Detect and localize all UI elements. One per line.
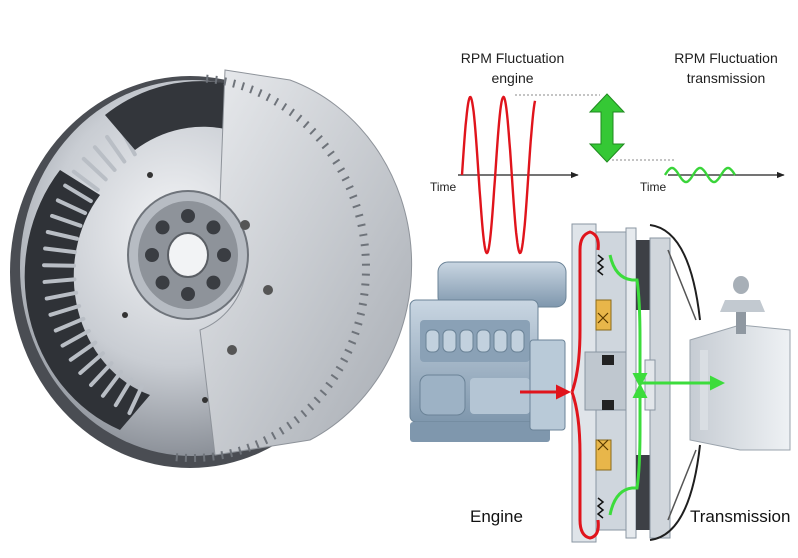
rpm-transmission-label: RPM Fluctuation transmission (666, 48, 786, 88)
rpm-transmission-label-line1: RPM Fluctuation (666, 48, 786, 68)
rivet (227, 345, 237, 355)
time-label-transmission: Time (640, 180, 666, 194)
hub-center-bore (168, 233, 208, 277)
rpm-engine-label-line2: engine (455, 68, 570, 88)
rpm-engine-label: RPM Fluctuation engine (455, 48, 570, 88)
time-label-engine: Time (430, 180, 456, 194)
engine-label: Engine (470, 507, 523, 527)
engine-block-icon (410, 262, 566, 442)
rivet (122, 312, 128, 318)
rpm-engine-label-line1: RPM Fluctuation (455, 48, 570, 68)
gearbox-icon (690, 276, 790, 450)
transmission-label: Transmission (690, 507, 790, 527)
rivet (263, 285, 273, 295)
rivet (202, 397, 208, 403)
damping-double-arrow-icon (590, 94, 624, 162)
rivet (240, 220, 250, 230)
rpm-transmission-label-line2: transmission (666, 68, 786, 88)
flywheel-image (10, 70, 412, 468)
rivet (147, 172, 153, 178)
